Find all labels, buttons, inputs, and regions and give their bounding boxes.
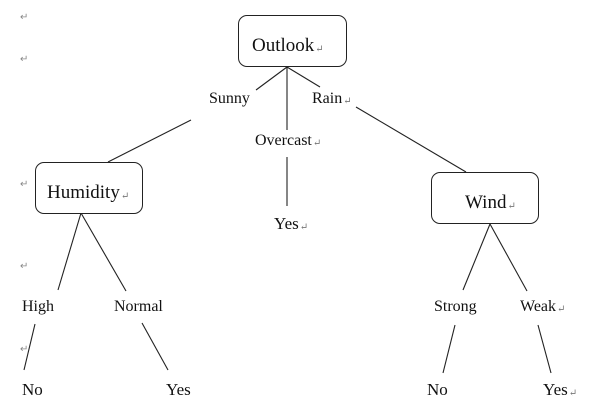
leaf-weak-yes-text: Yes: [543, 380, 568, 399]
node-humidity-text: Humidity: [47, 182, 120, 203]
node-wind: [431, 172, 539, 224]
edge-humidity-normal: [80, 212, 127, 292]
edge-sunny-humidity: [107, 119, 192, 163]
edge-normal-yes: [141, 322, 169, 371]
paragraph-mark: ↵: [20, 54, 29, 65]
leaf-high-no: No: [22, 380, 43, 399]
edge-rain-wind: [355, 106, 467, 173]
branch-label-rain: Rain↵: [312, 91, 352, 107]
node-wind-label: Wind↵: [465, 193, 516, 212]
branch-label-overcast: Overcast↵: [255, 133, 321, 149]
node-humidity-label: Humidity↵: [47, 183, 129, 202]
paragraph-mark: ↵: [120, 191, 130, 202]
paragraph-mark: ↵: [299, 222, 309, 233]
paragraph-mark: ↵: [315, 44, 324, 55]
paragraph-mark: ↵: [343, 96, 352, 107]
leaf-normal-yes: Yes: [166, 380, 191, 399]
leaf-overcast-yes-text: Yes: [274, 214, 299, 233]
paragraph-mark: ↵: [507, 201, 516, 212]
paragraph-mark: ↵: [557, 304, 566, 315]
edge-outlook-rain: [286, 66, 321, 88]
branch-label-overcast-text: Overcast: [255, 132, 312, 149]
leaf-strong-no: No: [427, 380, 448, 399]
edge-high-no: [23, 323, 36, 371]
paragraph-mark: ↵: [20, 12, 29, 23]
node-wind-text: Wind: [465, 192, 507, 213]
paragraph-mark: ↵: [20, 179, 29, 190]
node-outlook-text: Outlook: [252, 35, 315, 56]
branch-label-weak-text: Weak: [520, 298, 557, 315]
branch-label-high: High: [22, 298, 54, 315]
node-outlook: [238, 15, 347, 67]
edge-outlook-sunny: [255, 66, 288, 91]
paragraph-mark: ↵: [20, 344, 29, 355]
leaf-overcast-yes: Yes↵: [274, 214, 309, 233]
node-outlook-label: Outlook↵: [252, 36, 324, 55]
branch-label-weak: Weak↵: [520, 299, 565, 315]
paragraph-mark: ↵: [568, 388, 578, 399]
paragraph-mark: ↵: [312, 138, 322, 149]
edge-wind-strong: [462, 223, 491, 291]
paragraph-mark: ↵: [20, 261, 29, 272]
branch-label-normal: Normal: [114, 298, 163, 315]
branch-label-rain-text: Rain: [312, 90, 343, 107]
branch-label-sunny: Sunny: [209, 90, 250, 107]
node-humidity: [35, 162, 143, 214]
edge-humidity-high: [57, 212, 82, 291]
edge-wind-weak: [489, 223, 528, 292]
edge-weak-yes: [537, 324, 552, 374]
branch-label-strong: Strong: [434, 298, 477, 315]
edge-strong-no: [442, 324, 456, 374]
leaf-weak-yes: Yes↵: [543, 380, 578, 399]
